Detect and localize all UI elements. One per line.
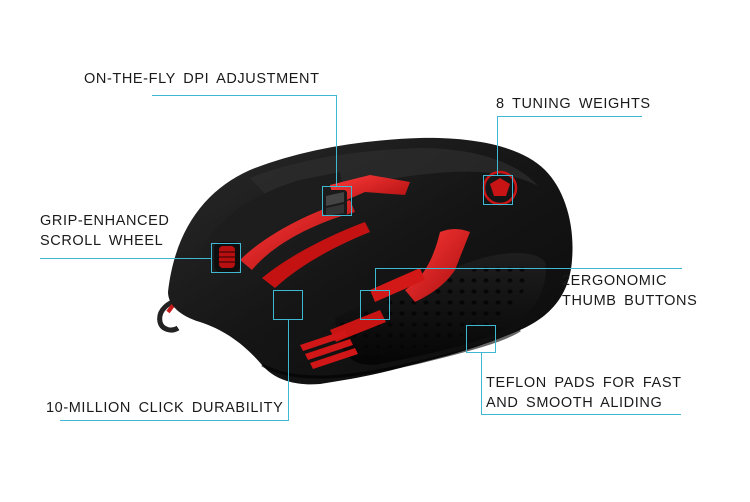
- weights-label: 8 TUNING WEIGHTS: [496, 96, 651, 112]
- thumb-leader-v: [375, 268, 376, 291]
- teflon-leader-v: [481, 352, 482, 414]
- thumb-leader-h: [375, 268, 682, 269]
- thumb-callout-box: [360, 290, 390, 320]
- dpi-buttons: [323, 190, 347, 216]
- teflon-label-line1: TEFLON PADS FOR FAST: [486, 375, 682, 391]
- teflon-label-line2: AND SMOOTH ALIDING: [486, 395, 663, 411]
- weights-leader-v: [497, 116, 498, 176]
- teflon-leader-h: [481, 414, 681, 415]
- click-callout-box: [273, 290, 303, 320]
- scroll-label-line1: GRIP-ENHANCED: [40, 213, 170, 229]
- dpi-leader-h: [152, 95, 337, 96]
- thumb-label-line2: THUMB BUTTONS: [562, 293, 698, 309]
- thumb-label-line1: 2ERGONOMIC: [562, 273, 668, 289]
- thumb-accent-red: [405, 229, 470, 302]
- mouse-cable: [157, 297, 180, 333]
- click-leader-v: [288, 319, 289, 420]
- scroll-wheel: [214, 242, 240, 272]
- red-vent-stripes: [300, 330, 358, 369]
- teflon-callout-box: [466, 325, 496, 353]
- weights-leader-h: [497, 116, 642, 117]
- weights-callout-box: [483, 175, 513, 205]
- click-label: 10-MILLION CLICK DURABILITY: [46, 400, 284, 416]
- dpi-callout-box: [322, 186, 352, 216]
- dpi-leader-v: [336, 95, 337, 187]
- scroll-leader-h: [40, 258, 212, 259]
- click-leader-h: [60, 420, 289, 421]
- dpi-label: ON-THE-FLY DPI ADJUSTMENT: [84, 71, 320, 87]
- scroll-label-line2: SCROLL WHEEL: [40, 233, 164, 249]
- scroll-callout-box: [211, 243, 241, 273]
- dpi-accent-red: [330, 175, 410, 205]
